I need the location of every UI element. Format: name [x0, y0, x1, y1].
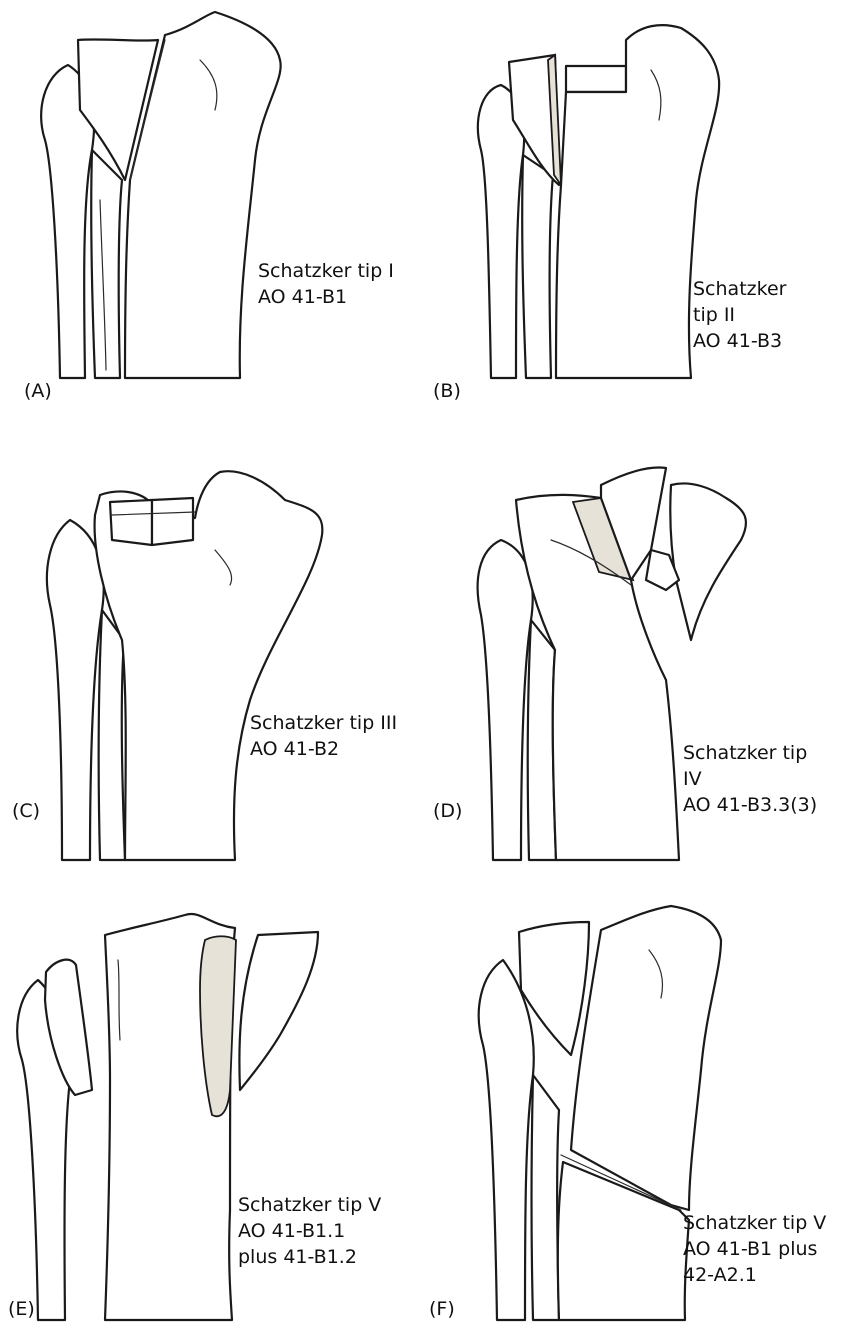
- panel-e: Schatzker tip V AO 41-B1.1 plus 41-B1.2 …: [0, 880, 421, 1331]
- panel-d: Schatzker tip IV AO 41-B3.3(3) (D): [421, 440, 842, 880]
- caption-line: Schatzker tip V: [683, 1210, 826, 1236]
- caption-line: plus 41-B1.2: [238, 1244, 381, 1270]
- classification-caption-c: Schatzker tip III AO 41-B2: [250, 710, 397, 762]
- caption-line: AO 41-B3: [693, 328, 786, 354]
- caption-line: AO 41-B1.1: [238, 1218, 381, 1244]
- caption-line: Schatzker tip III: [250, 710, 397, 736]
- classification-caption-d: Schatzker tip IV AO 41-B3.3(3): [683, 740, 817, 818]
- panel-f: Schatzker tip V AO 41-B1 plus 42-A2.1 (F…: [421, 880, 842, 1331]
- caption-line: AO 41-B1: [258, 284, 394, 310]
- caption-line: AO 41-B3.3(3): [683, 792, 817, 818]
- panel-letter-f: (F): [429, 1298, 455, 1320]
- caption-line: Schatzker tip: [683, 740, 817, 766]
- panel-letter-d: (D): [433, 800, 462, 822]
- panel-letter-e: (E): [8, 1298, 35, 1320]
- panel-a: Schatzker tip I AO 41-B1 (A): [0, 0, 421, 420]
- classification-caption-f: Schatzker tip V AO 41-B1 plus 42-A2.1: [683, 1210, 826, 1288]
- panel-letter-c: (C): [12, 800, 40, 822]
- caption-line: AO 41-B1 plus: [683, 1236, 826, 1262]
- caption-line: 42-A2.1: [683, 1262, 826, 1288]
- caption-line: Schatzker tip I: [258, 258, 394, 284]
- classification-caption-b: Schatzker tip II AO 41-B3: [693, 276, 786, 354]
- caption-line: IV: [683, 766, 817, 792]
- classification-caption-a: Schatzker tip I AO 41-B1: [258, 258, 394, 310]
- tibia-drawing-a: [0, 0, 421, 420]
- panel-c: Schatzker tip III AO 41-B2 (C): [0, 440, 421, 880]
- caption-line: AO 41-B2: [250, 736, 397, 762]
- panel-letter-b: (B): [433, 380, 461, 402]
- tibia-drawing-c: [0, 440, 421, 880]
- caption-line: Schatzker tip V: [238, 1192, 381, 1218]
- caption-line: Schatzker: [693, 276, 786, 302]
- tibia-drawing-b: [421, 0, 842, 420]
- panel-letter-a: (A): [24, 380, 52, 402]
- classification-caption-e: Schatzker tip V AO 41-B1.1 plus 41-B1.2: [238, 1192, 381, 1270]
- panel-b: Schatzker tip II AO 41-B3 (B): [421, 0, 842, 420]
- caption-line: tip II: [693, 302, 786, 328]
